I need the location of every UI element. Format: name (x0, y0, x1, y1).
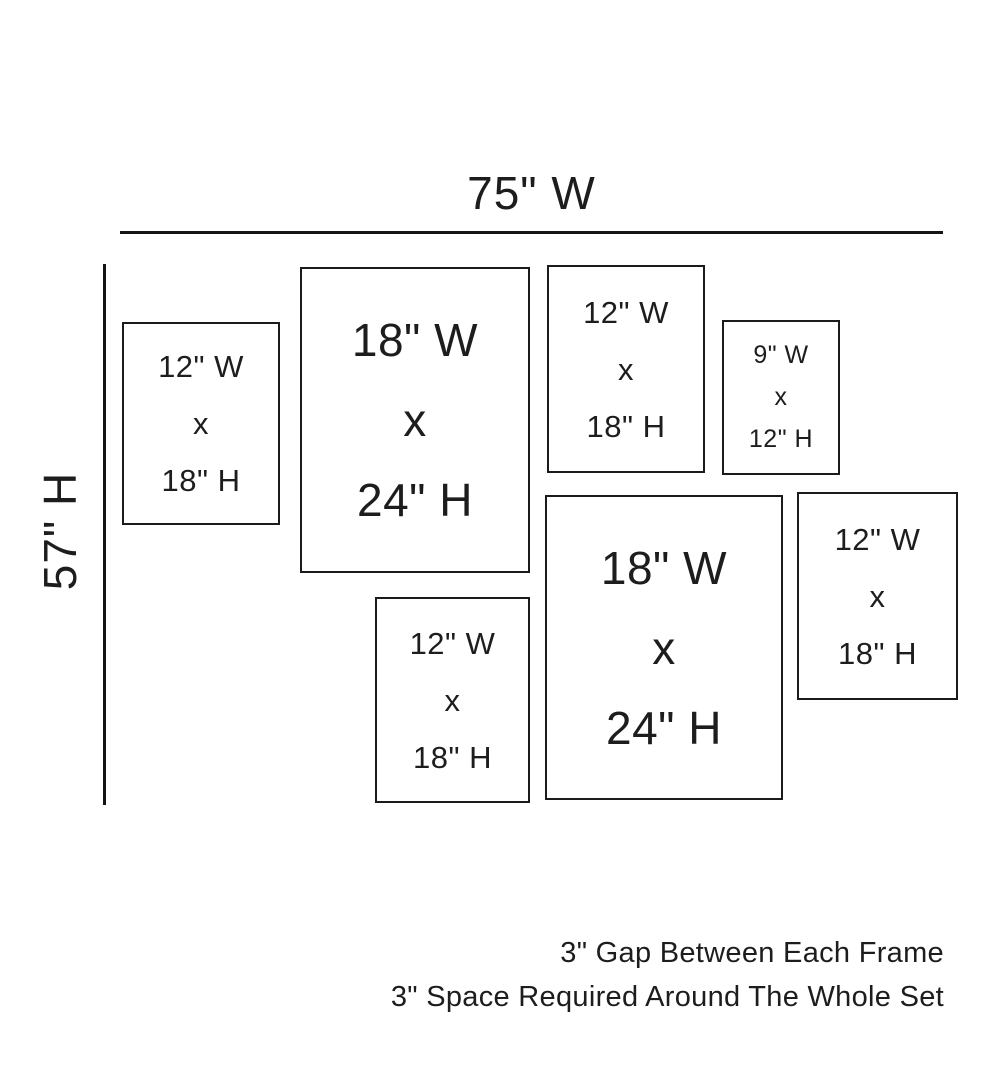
frame-height-label: 18" H (838, 635, 917, 671)
note-space-around-set: 3" Space Required Around The Whole Set (390, 980, 944, 1013)
frame-12x18-bottom: 12" W x 18" H (375, 597, 530, 803)
frame-height-label: 18" H (586, 408, 666, 444)
frame-height-label: 24" H (606, 701, 722, 754)
frame-width-label: 18" W (600, 541, 728, 594)
frame-width-label: 12" W (409, 625, 496, 661)
frame-height-label: 18" H (161, 463, 241, 498)
total-height-label: 57" H (34, 471, 86, 591)
frame-width-label: 18" W (351, 314, 479, 366)
frame-width-label: 9" W (753, 341, 809, 369)
frame-multiply-label: x (618, 351, 634, 387)
note-gap-between-frames: 3" Gap Between Each Frame (560, 937, 944, 969)
frame-width-label: 12" W (834, 521, 921, 557)
frame-multiply-label: x (193, 406, 209, 441)
frame-multiply-label: x (444, 682, 461, 718)
frame-9x12-top-right: 9" W x 12" H (722, 320, 840, 475)
frame-height-label: 18" H (413, 739, 492, 775)
total-height-dimension-line (103, 264, 106, 805)
frame-multiply-label: x (774, 383, 788, 411)
frame-height-label: 24" H (357, 474, 473, 526)
frame-multiply-label: x (869, 578, 886, 614)
total-width-dimension-line (120, 231, 943, 234)
frame-18x24-bottom: 18" W x 24" H (545, 495, 783, 800)
frame-12x18-left: 12" W x 18" H (122, 322, 280, 525)
frame-multiply-label: x (652, 621, 676, 674)
frame-18x24-top: 18" W x 24" H (300, 267, 530, 573)
spacing-notes: 3" Gap Between Each Frame 3" Space Requi… (391, 932, 944, 1019)
frame-12x18-top-middle: 12" W x 18" H (547, 265, 705, 473)
frame-width-label: 12" W (583, 294, 669, 330)
frame-height-label: 12" H (748, 425, 814, 453)
frame-multiply-label: x (403, 394, 427, 446)
frame-width-label: 12" W (158, 349, 244, 384)
frame-12x18-right: 12" W x 18" H (797, 492, 958, 700)
total-width-label: 75" W (467, 167, 596, 219)
